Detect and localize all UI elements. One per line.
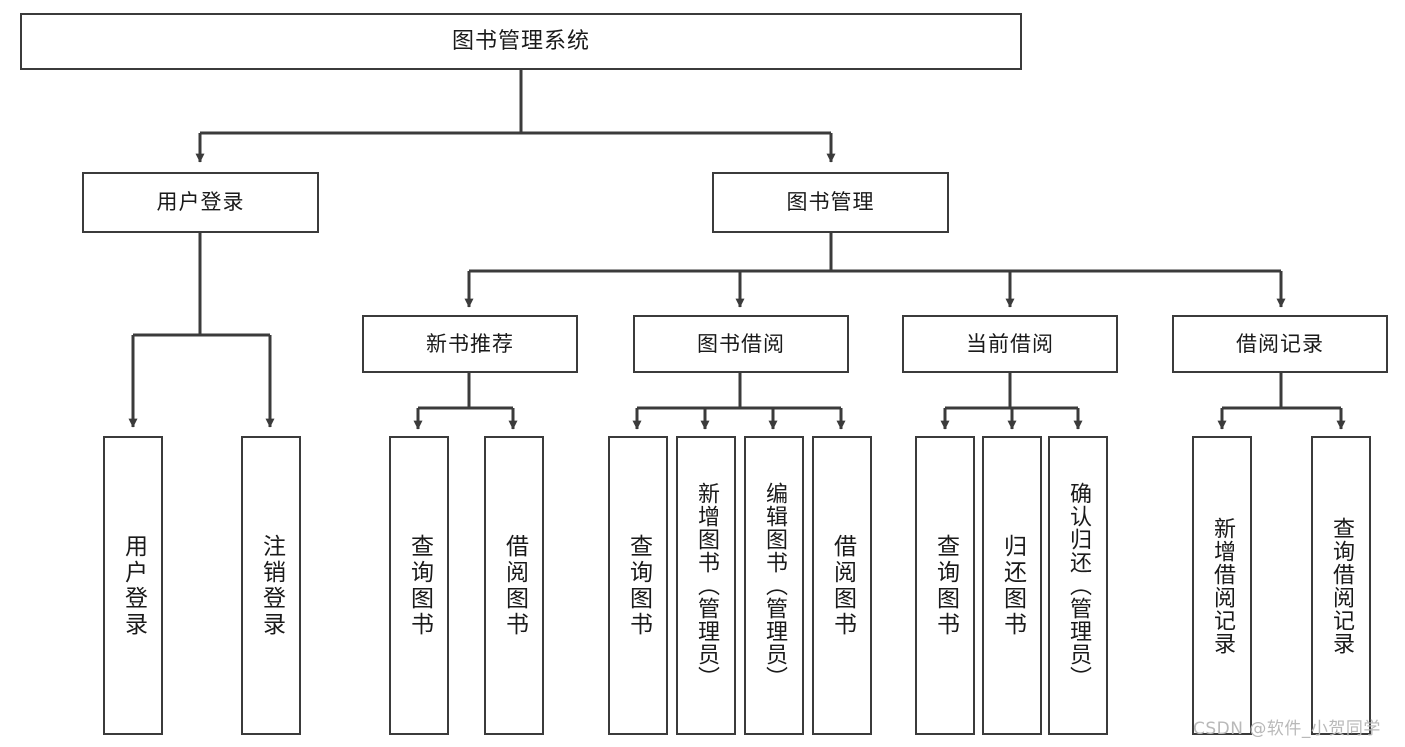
leaf-query-record[interactable]: 查询借阅记录 (1311, 436, 1371, 735)
leaf-borrow-book-1[interactable]: 借阅图书 (484, 436, 544, 735)
leaf-user-login[interactable]: 用户登录 (103, 436, 163, 735)
node-root-label: 图书管理系统 (451, 28, 590, 54)
node-user-login[interactable]: 用户登录 (82, 172, 319, 233)
node-root[interactable]: 图书管理系统 (20, 13, 1022, 70)
csdn-watermark: CSDN @软件_小贺同学 (1193, 719, 1381, 739)
node-new-book-recommend[interactable]: 新书推荐 (362, 315, 578, 373)
leaf-add-record-label: 新增借阅记录 (1210, 516, 1235, 655)
leaf-query-record-label: 查询借阅记录 (1329, 516, 1354, 655)
leaf-edit-book[interactable]: 编辑图书（管理员） (744, 436, 804, 735)
node-current-borrow-label: 当前借阅 (966, 331, 1054, 356)
node-borrow-record[interactable]: 借阅记录 (1172, 315, 1388, 373)
leaf-query-book-1-label: 查询图书 (406, 533, 433, 638)
node-current-borrow[interactable]: 当前借阅 (902, 315, 1118, 373)
node-new-book-recommend-label: 新书推荐 (426, 331, 514, 356)
leaf-query-book-2[interactable]: 查询图书 (608, 436, 668, 735)
leaf-borrow-book-2[interactable]: 借阅图书 (812, 436, 872, 735)
leaf-add-book[interactable]: 新增图书（管理员） (676, 436, 736, 735)
leaf-borrow-book-2-label: 借阅图书 (829, 533, 856, 638)
leaf-confirm-return-label: 确认归还（管理员） (1066, 482, 1091, 689)
node-borrow-record-label: 借阅记录 (1236, 331, 1324, 356)
leaf-user-login-label: 用户登录 (120, 533, 147, 638)
leaf-user-logout[interactable]: 注销登录 (241, 436, 301, 735)
leaf-return-book-label: 归还图书 (999, 533, 1026, 638)
node-book-manage[interactable]: 图书管理 (712, 172, 949, 233)
leaf-return-book[interactable]: 归还图书 (982, 436, 1042, 735)
leaf-borrow-book-1-label: 借阅图书 (501, 533, 528, 638)
node-book-manage-label: 图书管理 (786, 190, 875, 215)
node-user-login-label: 用户登录 (156, 190, 245, 215)
leaf-add-book-label: 新增图书（管理员） (694, 482, 719, 689)
leaf-confirm-return[interactable]: 确认归还（管理员） (1048, 436, 1108, 735)
leaf-edit-book-label: 编辑图书（管理员） (762, 482, 787, 689)
leaf-add-record[interactable]: 新增借阅记录 (1192, 436, 1252, 735)
leaf-query-book-3[interactable]: 查询图书 (915, 436, 975, 735)
leaf-query-book-2-label: 查询图书 (625, 533, 652, 638)
node-book-borrow[interactable]: 图书借阅 (633, 315, 849, 373)
leaf-query-book-3-label: 查询图书 (932, 533, 959, 638)
node-book-borrow-label: 图书借阅 (697, 331, 785, 356)
leaf-user-logout-label: 注销登录 (258, 533, 285, 638)
leaf-query-book-1[interactable]: 查询图书 (389, 436, 449, 735)
